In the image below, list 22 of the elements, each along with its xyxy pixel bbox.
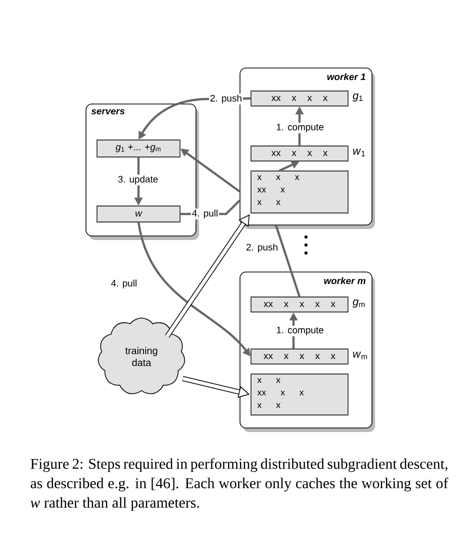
data-cloud: training data [98,318,186,394]
gradient-bar: xx x x x [250,90,348,106]
edge-label: 4. pull [110,278,138,290]
gradient-bar: xx x x x x [250,296,348,312]
edge-label: 3. update [116,174,160,186]
sum-bar: g$_{1}$ +... +g$_{m}$ [96,140,180,158]
edge-label: 1. compute [275,122,325,134]
data-box: x x xx x x x x [250,374,348,416]
variable-label: w$_{1}$ [353,148,365,156]
edge-label: 1. compute [275,326,325,336]
edge-label: 4. pull [190,208,220,220]
weight-bar: xx x x x x [250,348,348,364]
variable-label: g$_{1}$ [352,93,363,102]
connector-line [274,225,301,297]
variable-label: w$_{m}$ [353,352,367,360]
data-box: x x x xx x x x [250,170,348,214]
variable-label: g$_{m}$ [352,299,365,308]
figure-caption: Figure 2: Steps required in performing distributed subgradient descent, as described e.g. in [46]. Each worker only caches the working set of w rather than all parameters. [30,458,448,511]
weight-bar: xx x x x [250,146,348,162]
edge-label: 2. push [245,242,279,254]
edge-label: 2. push [209,94,243,104]
parameter-bar: w [96,206,180,222]
